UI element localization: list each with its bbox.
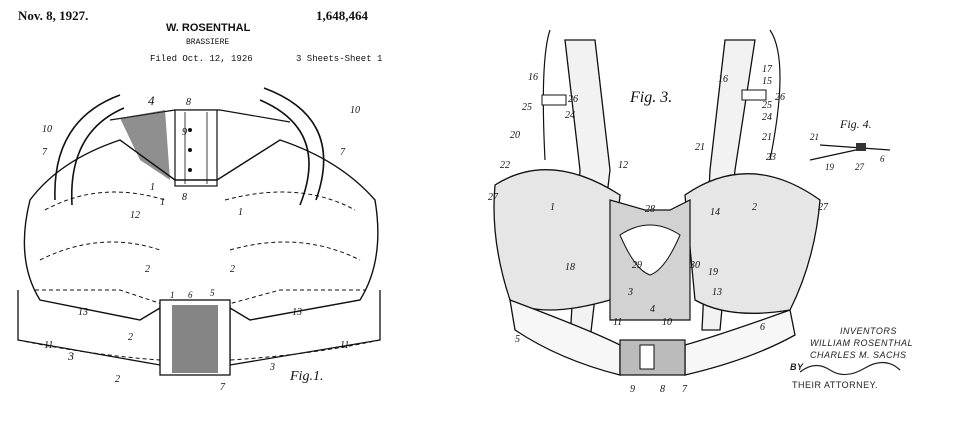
inventors-heading: INVENTORS [840, 326, 897, 336]
r-callout-25: 25 [522, 102, 532, 113]
callout-6: 6 [188, 290, 193, 300]
by-label: BY [790, 362, 804, 372]
callout-1: 1 [150, 182, 155, 193]
callout-2b: 2 [230, 264, 235, 275]
r-callout-26b: 26 [775, 92, 785, 103]
r-callout-27: 27 [488, 192, 499, 203]
figure-3-drawing: 16 25 26 24 20 22 12 27 28 1 29 30 18 3 … [488, 29, 901, 395]
r-callout-19: 19 [708, 267, 718, 278]
callout-7b: 7 [340, 147, 346, 158]
patent-title: BRASSIERE [186, 38, 230, 47]
r-callout-12: 12 [618, 160, 628, 171]
r-callout-2: 2 [752, 202, 757, 213]
inventor-1: WILLIAM ROSENTHAL [810, 338, 914, 348]
r-callout-16b: 16 [718, 74, 728, 85]
callout-5: 5 [210, 288, 215, 298]
callout-7c: 7 [220, 382, 226, 393]
callout-8: 8 [186, 97, 191, 108]
fig-3-label: Fig. 3. [629, 89, 672, 106]
r-callout-28: 28 [645, 204, 655, 215]
r-callout-5: 5 [515, 334, 520, 345]
callout-7: 7 [42, 147, 48, 158]
r-callout-6: 6 [760, 322, 765, 333]
sheet-count: 3 Sheets-Sheet 1 [296, 54, 383, 64]
r-callout-8: 8 [660, 384, 665, 395]
callout-11: 11 [44, 340, 53, 351]
r-callout-14: 14 [710, 207, 720, 218]
r-callout-4: 4 [650, 304, 655, 315]
r-callout-10: 10 [662, 317, 672, 328]
r-callout-21: 21 [695, 142, 705, 153]
r-callout-23: 23 [766, 152, 776, 163]
r-callout-17: 17 [762, 64, 773, 75]
r-callout-25b: 25 [762, 100, 772, 111]
callout-3b: 3 [269, 362, 275, 373]
patent-sheet-right: 16 25 26 24 20 22 12 27 28 1 29 30 18 3 … [470, 0, 954, 426]
callout-10: 10 [42, 124, 52, 135]
r-callout-3: 3 [627, 287, 633, 298]
callout-8b: 8 [182, 192, 187, 203]
r-callout-24: 24 [565, 110, 575, 121]
r-callout-29: 29 [632, 260, 642, 271]
callout-11b: 11 [340, 340, 349, 351]
callout-2d: 2 [115, 374, 120, 385]
f4-callout-21: 21 [810, 132, 819, 142]
callout-1b: 1 [160, 197, 165, 208]
r-callout-30: 30 [689, 260, 700, 271]
r-callout-13: 13 [712, 287, 722, 298]
attorney-label: THEIR ATTORNEY. [792, 380, 879, 390]
r-callout-9: 9 [630, 384, 635, 395]
f4-callout-6: 6 [880, 154, 885, 164]
callout-1d: 1 [170, 290, 175, 300]
r-callout-11: 11 [613, 317, 622, 328]
r-callout-18: 18 [565, 262, 575, 273]
r-callout-21b: 21 [762, 132, 772, 143]
inventor-2: CHARLES M. SACHS [810, 350, 907, 360]
callout-4: 4 [148, 93, 155, 108]
r-callout-1: 1 [550, 202, 555, 213]
r-callout-16: 16 [528, 72, 538, 83]
callout-3: 3 [67, 349, 74, 363]
r-callout-26: 26 [568, 94, 578, 105]
callout-13: 13 [78, 307, 88, 318]
callout-2: 2 [145, 264, 150, 275]
callout-1c: 1 [238, 207, 243, 218]
callout-13b: 13 [292, 307, 302, 318]
f4-callout-19: 19 [825, 162, 835, 172]
attorney-signature [799, 361, 901, 376]
callout-12: 12 [130, 210, 140, 221]
f4-callout-27: 27 [855, 162, 865, 172]
r-callout-24b: 24 [762, 112, 772, 123]
patent-number: 1,648,464 [316, 8, 368, 23]
r-callout-27b: 27 [818, 202, 829, 213]
patent-sheet-left: Nov. 8, 1927. W. ROSENTHAL BRASSIERE Fil… [0, 0, 400, 426]
r-callout-7: 7 [682, 384, 688, 395]
patent-date: Nov. 8, 1927. [18, 8, 89, 23]
filed-date: Filed Oct. 12, 1926 [150, 54, 253, 64]
r-callout-22: 22 [500, 160, 510, 171]
callout-9: 9 [182, 127, 187, 138]
r-callout-15: 15 [762, 76, 772, 87]
inventor-name: W. ROSENTHAL [166, 22, 251, 34]
fig-4-label: Fig. 4. [839, 117, 872, 131]
callout-10b: 10 [350, 105, 360, 116]
fig-1-label: Fig.1. [289, 369, 323, 384]
figure-1-drawing: 4 8 10 9 10 7 7 8 1 12 1 1 2 2 13 13 1 6… [17, 87, 381, 393]
callout-2c: 2 [128, 332, 133, 343]
r-callout-20: 20 [510, 130, 520, 141]
